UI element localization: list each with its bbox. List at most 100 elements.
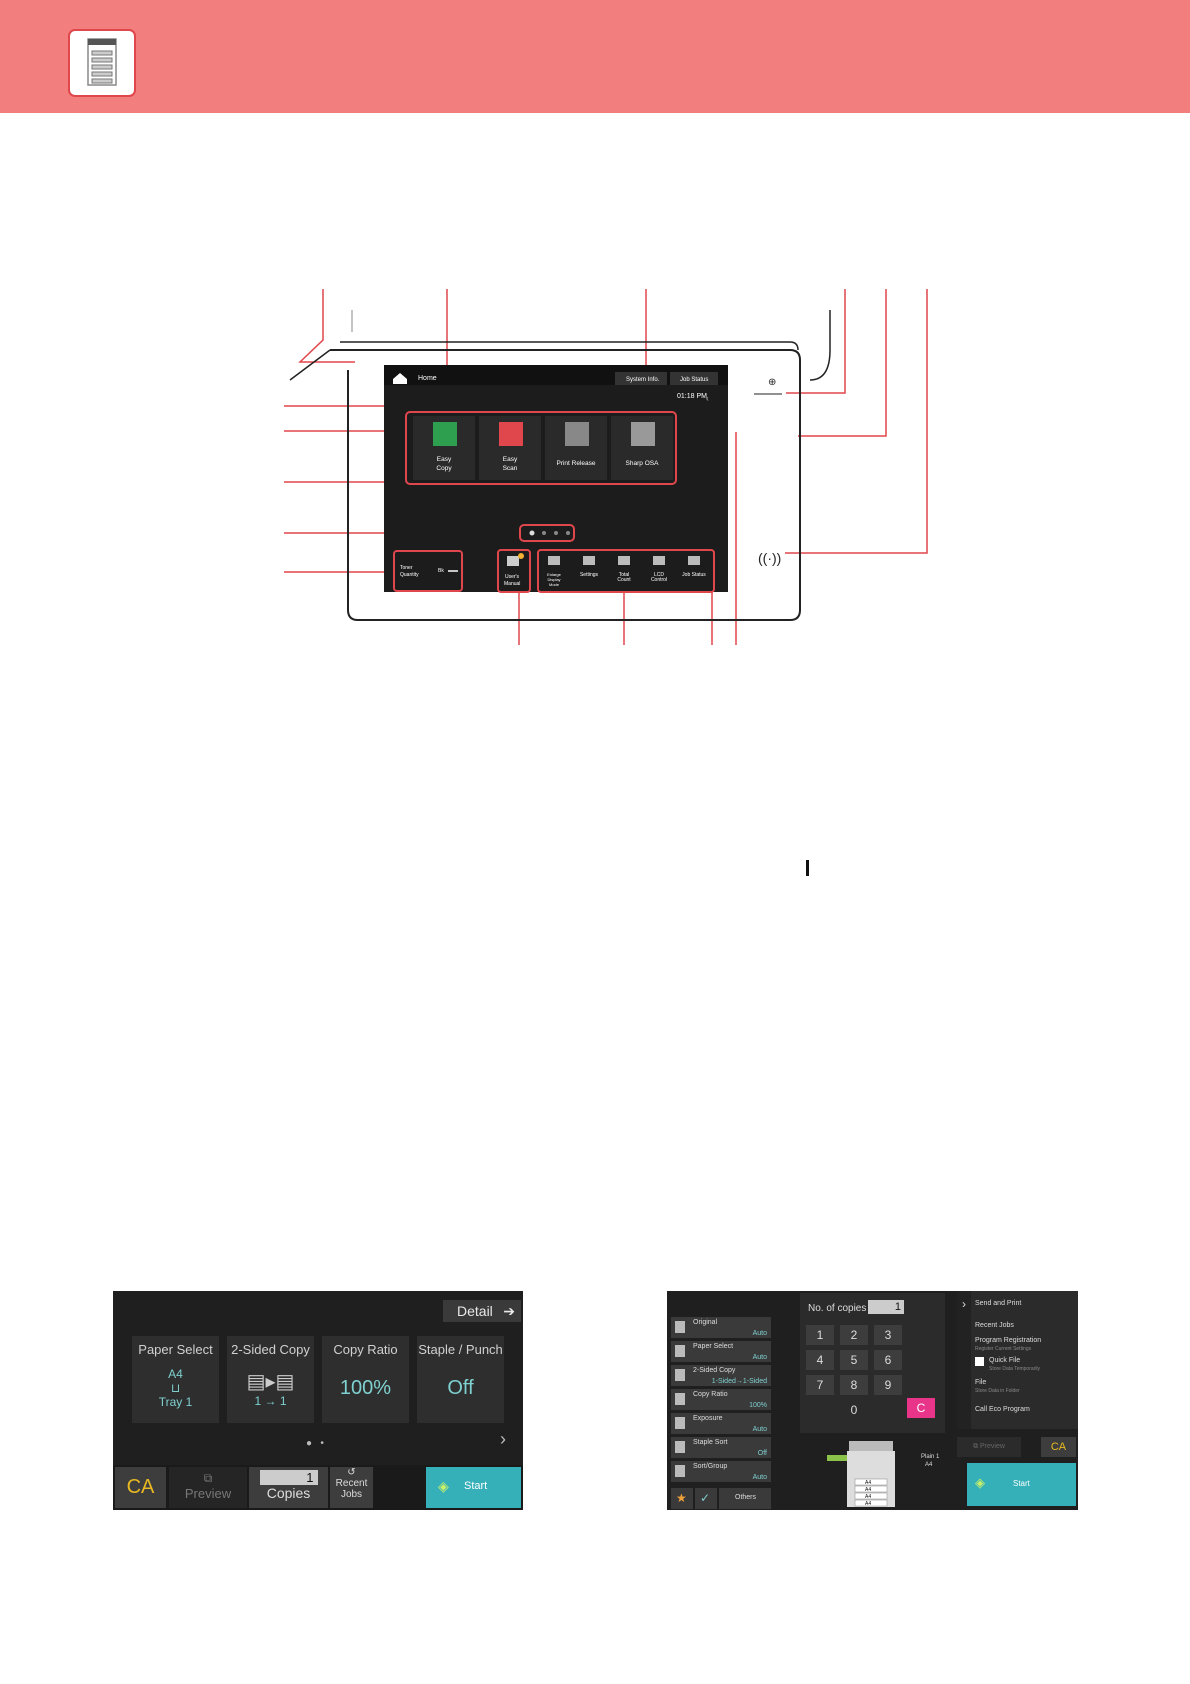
quick-file-checkbox[interactable]	[975, 1357, 984, 1366]
shortcut-label: Mode	[549, 582, 560, 587]
start-button[interactable]: ◈ Start	[967, 1463, 1076, 1506]
keypad-key[interactable]: 7	[806, 1375, 834, 1395]
page-dots: ● •	[306, 1438, 324, 1449]
others-button[interactable]: Others	[719, 1488, 771, 1509]
enlarge-display-icon	[548, 556, 560, 565]
tile-label: Copy	[436, 465, 452, 472]
tile-label: Easy	[437, 456, 452, 463]
toner-label-2: Quantity	[400, 572, 419, 578]
shortcut-label: Enlarge	[547, 572, 562, 577]
ca-button[interactable]: CA	[1041, 1437, 1076, 1457]
total-count-icon	[618, 556, 630, 565]
check-icon: ✓	[700, 1491, 711, 1505]
shortcut-label: LCD	[654, 572, 664, 578]
tile-label: Scan	[503, 465, 518, 472]
keypad-key[interactable]: 8	[840, 1375, 868, 1395]
call-eco-program-item[interactable]: Call Eco Program	[975, 1406, 1030, 1413]
shortcut-item[interactable]: Settings	[580, 556, 599, 578]
function-icon	[675, 1345, 685, 1357]
lcd-control-icon	[653, 556, 665, 565]
keypad-key[interactable]: 1	[806, 1325, 834, 1345]
shortcut-item[interactable]: Job Status	[682, 556, 706, 578]
osa-icon	[631, 422, 655, 446]
function-icon	[675, 1417, 685, 1429]
history-icon: ↺	[347, 1467, 356, 1478]
settings-icon	[583, 556, 595, 565]
shortcut-label: Settings	[580, 572, 599, 578]
clear-button[interactable]: C	[907, 1398, 935, 1418]
manual-label-2: Manual	[504, 581, 520, 587]
operation-panel-diagram: Home System Info. Job Status 01:18 PM Ea…	[284, 289, 928, 645]
home-icon	[393, 373, 407, 384]
paper-type-label: Plain 1	[921, 1454, 940, 1460]
start-icon: ◈	[975, 1475, 985, 1490]
keypad-key[interactable]: 9	[874, 1375, 902, 1395]
keypad-key[interactable]: 6	[874, 1350, 902, 1370]
file-item[interactable]: File	[975, 1379, 987, 1386]
power-icon: ⊕	[768, 377, 776, 388]
favorite-button[interactable]: ★	[671, 1488, 693, 1509]
quick-file-item[interactable]: Quick File	[989, 1357, 1021, 1364]
panel-toggle-icon[interactable]: ›	[957, 1291, 971, 1429]
shortcut-label: Count	[617, 577, 631, 583]
function-icon	[675, 1441, 685, 1453]
tray-icon: ⊔	[170, 1381, 181, 1395]
copies-count-field[interactable]: 1	[868, 1300, 904, 1314]
detail-button[interactable]: Detail➔	[443, 1300, 521, 1322]
manual-label-1: User's	[505, 574, 520, 580]
function-icon	[675, 1465, 685, 1477]
paper-select-card[interactable]: Paper Select A4 ⊔ Tray 1	[132, 1336, 219, 1423]
recent-jobs-button[interactable]: ↺ Recent Jobs	[330, 1467, 373, 1508]
function-icon	[675, 1393, 685, 1405]
send-and-print-item[interactable]: Send and Print	[975, 1300, 1022, 1307]
start-button[interactable]: ◈ Start	[426, 1467, 521, 1508]
staple-punch-card[interactable]: Staple / Punch Off	[417, 1336, 504, 1423]
keypad-key[interactable]: 0	[840, 1400, 868, 1420]
chevron-right-icon[interactable]: ›	[500, 1429, 506, 1449]
action-panel: › Send and Print Recent Jobs Program Reg…	[957, 1291, 1078, 1429]
svg-text:A4: A4	[865, 1487, 871, 1493]
preview-icon: ⧉	[973, 1443, 981, 1450]
printer-icon	[68, 29, 136, 97]
shortcut-label: Total	[619, 572, 630, 578]
copies-field[interactable]: 1 Copies	[249, 1467, 328, 1508]
home-tile[interactable]: Sharp OSA	[611, 416, 673, 480]
bottom-bar: CA ⧉ Preview 1 Copies ↺ Recent Jobs ◈ St…	[113, 1465, 523, 1510]
home-tile[interactable]: Print Release	[545, 416, 607, 480]
recent-jobs-item[interactable]: Recent Jobs	[975, 1322, 1014, 1329]
tile-label: Sharp OSA	[626, 460, 660, 467]
home-label: Home	[418, 375, 437, 382]
copy-screen-simple: Detail➔ Paper Select A4 ⊔ Tray 1 2-Sided…	[113, 1291, 523, 1510]
paper-size-label: A4	[925, 1462, 933, 1468]
arrow-left-icon: ‹	[706, 394, 709, 403]
two-sided-card[interactable]: 2-Sided Copy ▤▸▤ 1 → 1	[227, 1336, 314, 1423]
ca-button[interactable]: CA	[115, 1467, 166, 1508]
svg-text:A4: A4	[865, 1501, 871, 1507]
start-icon: ◈	[438, 1478, 449, 1494]
preview-button[interactable]: ⧉ Preview	[957, 1437, 1021, 1457]
function-icon	[675, 1321, 685, 1333]
check-button[interactable]: ✓	[695, 1488, 717, 1509]
tile-label: Print Release	[556, 460, 595, 467]
system-info-label: System Info.	[626, 377, 660, 383]
keypad-key[interactable]: 2	[840, 1325, 868, 1345]
preview-button[interactable]: ⧉ Preview	[169, 1467, 247, 1508]
keypad-key[interactable]: 4	[806, 1350, 834, 1370]
keypad-key[interactable]: 5	[840, 1350, 868, 1370]
copy-ratio-card[interactable]: Copy Ratio 100%	[322, 1336, 409, 1423]
program-registration-item[interactable]: Program Registration	[975, 1337, 1042, 1344]
star-icon: ★	[676, 1491, 687, 1505]
keypad-key[interactable]: 3	[874, 1325, 902, 1345]
